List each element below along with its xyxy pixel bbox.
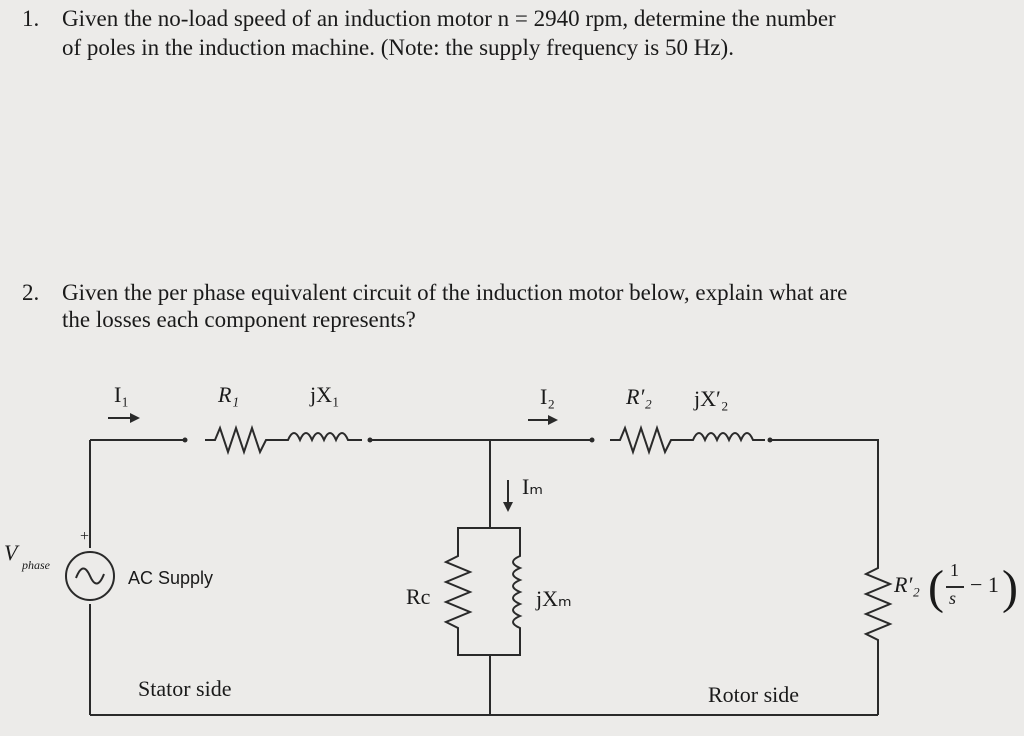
label-rc: Rc [406,584,431,609]
question-2-number: 2. [22,280,40,305]
label-ac-supply: AC Supply [128,568,214,588]
question-2-line-2: the losses each component represents? [62,307,416,332]
load-r-label: R′₂ [894,572,920,597]
rc-resistor [443,548,473,636]
label-rotor-side: Rotor side [708,682,800,707]
label-stator-side: Stator side [138,676,232,701]
question-1: 1. Given the no-load speed of an inducti… [22,4,1002,66]
label-plus: + [80,528,90,545]
question-1-number: 1. [22,6,40,31]
terminal-node [767,437,773,443]
jxm-inductor [512,548,523,636]
branch-wire-top [457,440,491,548]
question-1-line-1: Given the no-load speed of an induction … [62,6,836,31]
ac-source [65,551,115,601]
im-arrowhead [503,502,513,512]
load-fraction-bar [946,586,964,588]
label-jxm: jXₘ [536,586,572,611]
question-2: 2. Given the per phase equivalent circui… [22,278,1002,340]
label-i1: I₁ [114,382,129,407]
load-fraction-numerator: 1 [950,560,959,580]
terminal-node [182,437,188,443]
top-wire-right [770,439,879,560]
label-jx2p: jX′₂ [694,386,729,411]
load-open-paren: ( [928,561,944,614]
label-r1: R₁ [218,382,240,407]
branch-wire-top-right [490,527,521,548]
question-1-line-2: of poles in the induction machine. (Note… [62,35,734,60]
jx2p-inductor [685,432,765,443]
load-close-paren: ) [1002,561,1018,614]
branch-wire-bottom [457,636,521,656]
label-phase: phase [22,558,50,572]
terminal-node [589,437,595,443]
load-fraction-denominator: s [949,588,957,608]
question-2-line-1: Given the per phase equivalent circuit o… [62,280,848,305]
label-jx1: jX₁ [310,382,340,407]
jx1-inductor [280,432,362,443]
load-resistor [863,560,893,650]
ac-wave [75,567,105,585]
r2p-resistor [610,424,685,456]
r1-resistor [205,424,280,456]
terminal-node [367,437,373,443]
label-i2: I₂ [540,384,555,409]
label-v: V [4,540,18,565]
label-im: Iₘ [522,474,544,499]
i2-arrowhead [548,415,558,425]
load-minus-one: − 1 [970,572,999,597]
load-expression: R′₂ ( 1 s − 1 ) [892,556,1020,626]
label-r2p: R′₂ [626,384,652,409]
i1-arrowhead [130,413,140,423]
